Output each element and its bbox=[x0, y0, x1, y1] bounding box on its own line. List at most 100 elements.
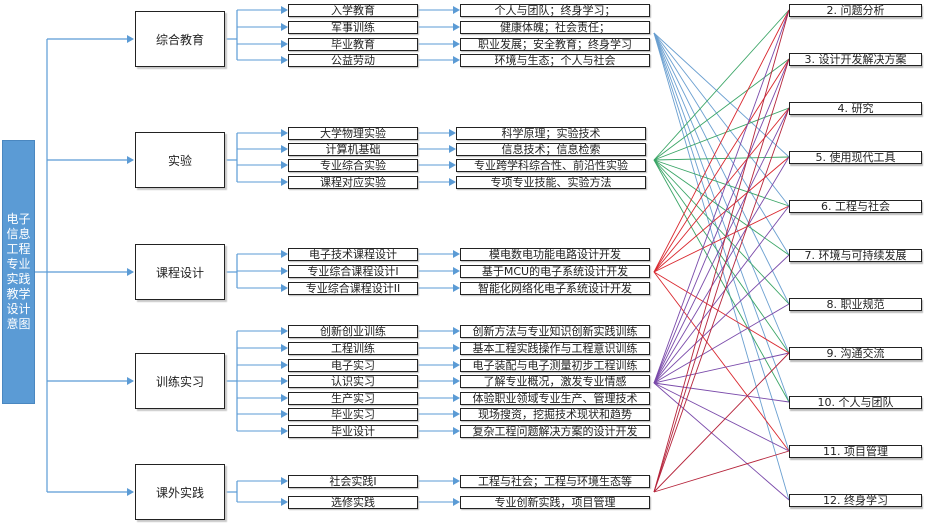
practice-description: 模电数电功能电路设计开发 bbox=[460, 248, 650, 261]
arrowhead-icon bbox=[453, 477, 460, 485]
mapping-line bbox=[653, 58, 790, 273]
arrowhead-icon bbox=[281, 56, 288, 64]
category-box: 训练实习 bbox=[135, 353, 225, 409]
mapping-line bbox=[653, 352, 790, 493]
mapping-line bbox=[653, 32, 790, 207]
practice-item: 入学教育 bbox=[288, 4, 418, 17]
category-box: 课外实践 bbox=[135, 464, 225, 520]
mapping-line bbox=[653, 271, 790, 452]
arrowhead-icon bbox=[281, 477, 288, 485]
practice-description: 基本工程实践操作与工程意识训练 bbox=[460, 342, 650, 355]
mapping-line bbox=[653, 156, 790, 161]
practice-item: 毕业设计 bbox=[288, 425, 418, 438]
practice-description: 科学原理；实验技术 bbox=[456, 127, 646, 140]
mapping-line bbox=[653, 107, 790, 273]
arrowhead-icon bbox=[453, 498, 460, 506]
practice-item: 专业综合实验 bbox=[288, 159, 418, 172]
mapping-line bbox=[653, 32, 790, 354]
outcome-box: 10. 个人与团队 bbox=[789, 396, 922, 409]
mapping-line bbox=[653, 159, 790, 403]
mapping-line bbox=[653, 205, 790, 384]
arrowhead-icon bbox=[281, 40, 288, 48]
root-node: 电子信息工程专业实践教学设计意图 bbox=[2, 140, 35, 404]
practice-item: 专业综合课程设计I bbox=[288, 265, 418, 278]
practice-description: 工程与社会；工程与环境生态等 bbox=[460, 475, 650, 488]
arrowhead-icon bbox=[127, 156, 134, 164]
category-box: 综合教育 bbox=[135, 11, 225, 67]
outcome-box: 6. 工程与社会 bbox=[789, 200, 922, 213]
mapping-line bbox=[653, 32, 790, 158]
practice-description: 了解专业概况，激发专业情感 bbox=[460, 375, 650, 388]
mapping-line bbox=[653, 9, 790, 384]
arrowhead-icon bbox=[281, 344, 288, 352]
mapping-line bbox=[653, 58, 790, 493]
practice-item: 电子实习 bbox=[288, 359, 418, 372]
mapping-line bbox=[653, 159, 790, 256]
category-box: 课程设计 bbox=[135, 244, 225, 300]
mapping-line bbox=[653, 9, 790, 161]
arrowhead-icon bbox=[281, 23, 288, 31]
arrowhead-icon bbox=[449, 178, 456, 186]
practice-item: 专业综合课程设计II bbox=[288, 282, 418, 295]
practice-item: 电子技术课程设计 bbox=[288, 248, 418, 261]
arrowhead-icon bbox=[453, 361, 460, 369]
practice-description: 复杂工程问题解决方案的设计开发 bbox=[460, 425, 650, 438]
practice-description: 个人与团队；终身学习； bbox=[460, 4, 650, 17]
practice-description: 基于MCU的电子系统设计开发 bbox=[460, 265, 650, 278]
practice-description: 体验职业领域专业生产、管理技术 bbox=[460, 392, 650, 405]
practice-item: 公益劳动 bbox=[288, 54, 418, 67]
mapping-line bbox=[653, 107, 790, 384]
outcome-box: 11. 项目管理 bbox=[789, 445, 922, 458]
practice-description: 电子装配与电子测量初步工程训练 bbox=[460, 359, 650, 372]
practice-description: 环境与生态；个人与社会 bbox=[460, 54, 650, 67]
mapping-line bbox=[653, 156, 790, 273]
mapping-line bbox=[653, 450, 790, 493]
mapping-line bbox=[653, 107, 790, 161]
practice-item: 选修实践 bbox=[288, 496, 418, 509]
practice-item: 军事训练 bbox=[288, 21, 418, 34]
mapping-line bbox=[653, 32, 790, 305]
arrowhead-icon bbox=[281, 145, 288, 153]
arrowhead-icon bbox=[281, 284, 288, 292]
practice-item: 生产实习 bbox=[288, 392, 418, 405]
practice-item: 计算机基础 bbox=[288, 143, 418, 156]
arrowhead-icon bbox=[453, 250, 460, 258]
practice-description: 职业发展；安全教育；终身学习 bbox=[460, 38, 650, 51]
arrowhead-icon bbox=[453, 377, 460, 385]
practice-description: 健康体魄；社会责任； bbox=[460, 21, 650, 34]
practice-description: 信息技术；信息检索 bbox=[456, 143, 646, 156]
arrowhead-icon bbox=[281, 161, 288, 169]
practice-item: 毕业实习 bbox=[288, 408, 418, 421]
mapping-line bbox=[653, 382, 790, 403]
mapping-line bbox=[653, 58, 790, 161]
arrowhead-icon bbox=[127, 268, 134, 276]
practice-description: 现场搜资，挖掘技术现状和趋势 bbox=[460, 408, 650, 421]
practice-item: 课程对应实验 bbox=[288, 176, 418, 189]
mapping-line bbox=[653, 303, 790, 384]
arrowhead-icon bbox=[453, 40, 460, 48]
arrowhead-icon bbox=[281, 427, 288, 435]
arrowhead-icon bbox=[281, 129, 288, 137]
mapping-line bbox=[653, 107, 790, 493]
arrowhead-icon bbox=[453, 427, 460, 435]
mapping-line bbox=[653, 32, 790, 403]
mapping-line bbox=[653, 159, 790, 207]
practice-description: 专业创新实践，项目管理 bbox=[460, 496, 650, 509]
mapping-line bbox=[653, 205, 790, 273]
mapping-line bbox=[653, 58, 790, 384]
arrowhead-icon bbox=[281, 178, 288, 186]
practice-item: 工程训练 bbox=[288, 342, 418, 355]
arrowhead-icon bbox=[281, 394, 288, 402]
arrowhead-icon bbox=[281, 327, 288, 335]
arrowhead-icon bbox=[453, 6, 460, 14]
mapping-line bbox=[653, 352, 790, 384]
arrowhead-icon bbox=[449, 161, 456, 169]
mapping-line bbox=[653, 382, 790, 452]
arrowhead-icon bbox=[281, 361, 288, 369]
outcome-box: 2. 问题分析 bbox=[789, 4, 922, 17]
arrowhead-icon bbox=[453, 267, 460, 275]
arrowhead-icon bbox=[453, 394, 460, 402]
practice-description: 专项专业技能、实验方法 bbox=[456, 176, 646, 189]
mapping-line bbox=[653, 254, 790, 384]
practice-item: 大学物理实验 bbox=[288, 127, 418, 140]
